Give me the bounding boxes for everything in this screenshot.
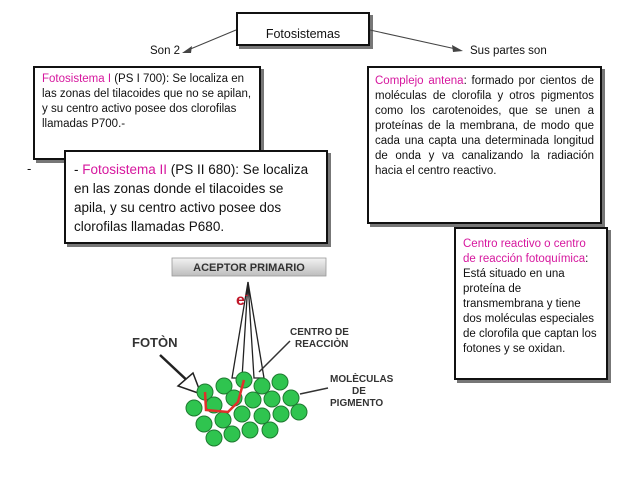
pigment-pointer [299, 387, 329, 395]
pigment-molecule [241, 421, 259, 439]
pigment-molecule [282, 389, 300, 407]
reaction-center-box: Centro reactivo o centro de reacción fot… [454, 227, 608, 380]
photosystem-2-box: - Fotosistema II (PS II 680): Se localiz… [64, 150, 328, 244]
pigment-molecule [205, 429, 223, 447]
energy-transfer-path [203, 379, 246, 414]
title-box: Fotosistemas [236, 12, 370, 46]
pigment-molecule [271, 373, 289, 391]
right-branch-label: Sus partes son [470, 45, 547, 57]
center-label-1: CENTRO DE [290, 327, 349, 338]
pigment-molecules [185, 371, 308, 447]
pigment-molecule [263, 390, 281, 408]
pigment-molecule [272, 405, 290, 423]
acceptor-banner [171, 257, 327, 277]
photon-arrow-head [176, 371, 203, 396]
left-branch-label: Son 2 [150, 45, 181, 57]
reaction-center-term: Centro reactivo o centro de reacción fot… [463, 238, 586, 265]
pigment-molecule [233, 405, 251, 423]
title: Fotosistemas [265, 27, 341, 41]
pigment-label-2: DE [352, 386, 366, 397]
pigment-molecule [290, 403, 308, 421]
antenna-complex-box: Complejo antena: formado por cientos de … [367, 66, 602, 224]
reaction-center-text: : Está situado en una proteína de transm… [463, 253, 597, 355]
antenna-complex-text: : formado por cientos de moléculas de cl… [375, 75, 594, 177]
photosystem-1-box: Fotosistema I (PS I 700): Se localiza en… [33, 66, 261, 160]
photosystem-2-prefix: - [74, 162, 83, 177]
pigment-molecule [261, 421, 279, 439]
pigment-molecule [244, 391, 262, 409]
pigment-molecule [253, 407, 271, 425]
pigment-molecule [253, 377, 271, 395]
pigment-label-1: MOLÈCULAS [330, 372, 394, 385]
acceptor-label: ACEPTOR PRIMARIO [193, 262, 305, 274]
pigment-molecule [185, 399, 203, 417]
photosystem-1-term: Fotosistema I [42, 73, 112, 85]
photosystem-1-text: (PS I 700): Se localiza en las zonas del… [42, 73, 252, 130]
photosystem-2-text: (PS II 680): Se localiza en las zonas do… [74, 162, 309, 234]
electron-cone-right [247, 281, 265, 379]
pigment-label-3: PIGMENTO [330, 398, 383, 409]
pigment-molecule [215, 377, 233, 395]
center-label-2: REACCIÒN [295, 337, 348, 350]
pigment-molecule [223, 425, 241, 443]
pigment-molecule [214, 411, 232, 429]
electron-symbol: e- [236, 290, 248, 309]
photon-label: FOTÒN [132, 335, 178, 350]
antenna-complex-term: Complejo antena [375, 75, 464, 87]
center-pointer [258, 340, 291, 373]
photosystem-2-term: Fotosistema II [82, 162, 168, 177]
dash-marker: - [27, 161, 32, 176]
pigment-molecule [195, 415, 213, 433]
